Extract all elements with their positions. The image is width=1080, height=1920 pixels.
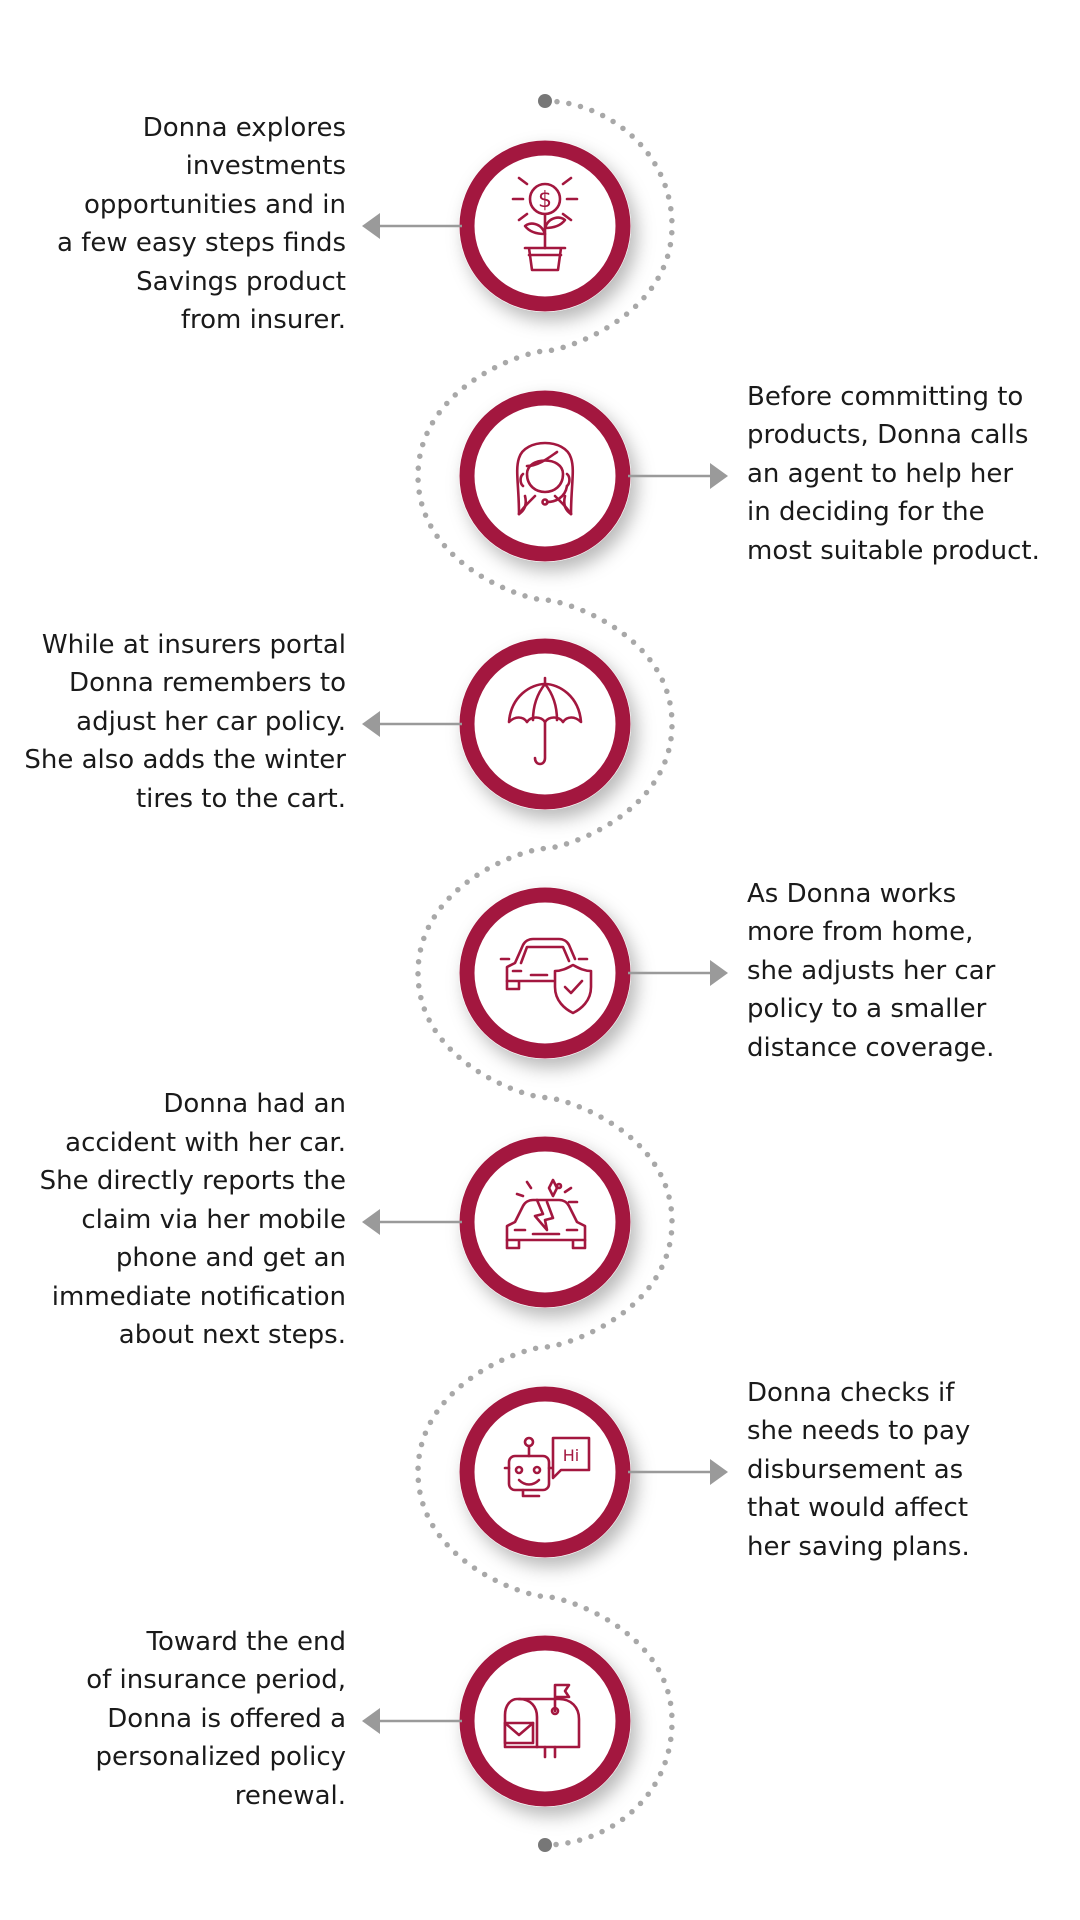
step-ring bbox=[459, 887, 631, 1059]
step-ring bbox=[459, 1635, 631, 1807]
journey-dotted-path bbox=[415, 94, 675, 1852]
arrow-right-icon bbox=[710, 1459, 728, 1485]
step-description: As Donna works more from home, she adjus… bbox=[747, 878, 996, 1063]
journey-step: $ bbox=[362, 140, 631, 312]
step-description: Toward the end of insurance period, Donn… bbox=[86, 1626, 346, 1811]
money-plant-icon: $ bbox=[511, 176, 579, 272]
arrow-left-icon bbox=[362, 1209, 380, 1235]
journey-step bbox=[362, 1635, 631, 1807]
step-description: While at insurers portal Donna remembers… bbox=[24, 629, 346, 814]
arrow-left-icon bbox=[362, 1708, 380, 1734]
path-end-dot bbox=[538, 1838, 552, 1852]
journey-step: Hi bbox=[459, 1386, 728, 1558]
step-description: Before committing to products, Donna cal… bbox=[747, 381, 1040, 566]
step-description: Donna checks if she needs to pay disburs… bbox=[747, 1377, 971, 1562]
journey-step bbox=[459, 390, 728, 562]
umbrella-icon bbox=[507, 676, 583, 766]
journey-step bbox=[362, 638, 631, 810]
car-shield-icon bbox=[499, 937, 593, 1015]
step-description: Donna had an accident with her car. She … bbox=[39, 1089, 346, 1351]
mailbox-letter-icon bbox=[503, 1683, 581, 1759]
call-agent-headset-icon bbox=[515, 441, 575, 516]
arrow-left-icon bbox=[362, 711, 380, 737]
step-ring bbox=[459, 1386, 631, 1558]
arrow-left-icon bbox=[362, 213, 380, 239]
svg-text:$: $ bbox=[538, 188, 552, 213]
arrow-right-icon bbox=[710, 960, 728, 986]
svg-text:Hi: Hi bbox=[563, 1446, 579, 1465]
step-description: Donna explores investments opportunities… bbox=[57, 112, 346, 336]
journey-step bbox=[362, 1136, 631, 1308]
step-ring bbox=[459, 390, 631, 562]
chatbot-hi-icon: Hi bbox=[503, 1436, 591, 1498]
arrow-right-icon bbox=[710, 463, 728, 489]
journey-step bbox=[459, 887, 728, 1059]
car-crash-icon bbox=[505, 1178, 587, 1250]
path-start-dot bbox=[538, 94, 552, 108]
